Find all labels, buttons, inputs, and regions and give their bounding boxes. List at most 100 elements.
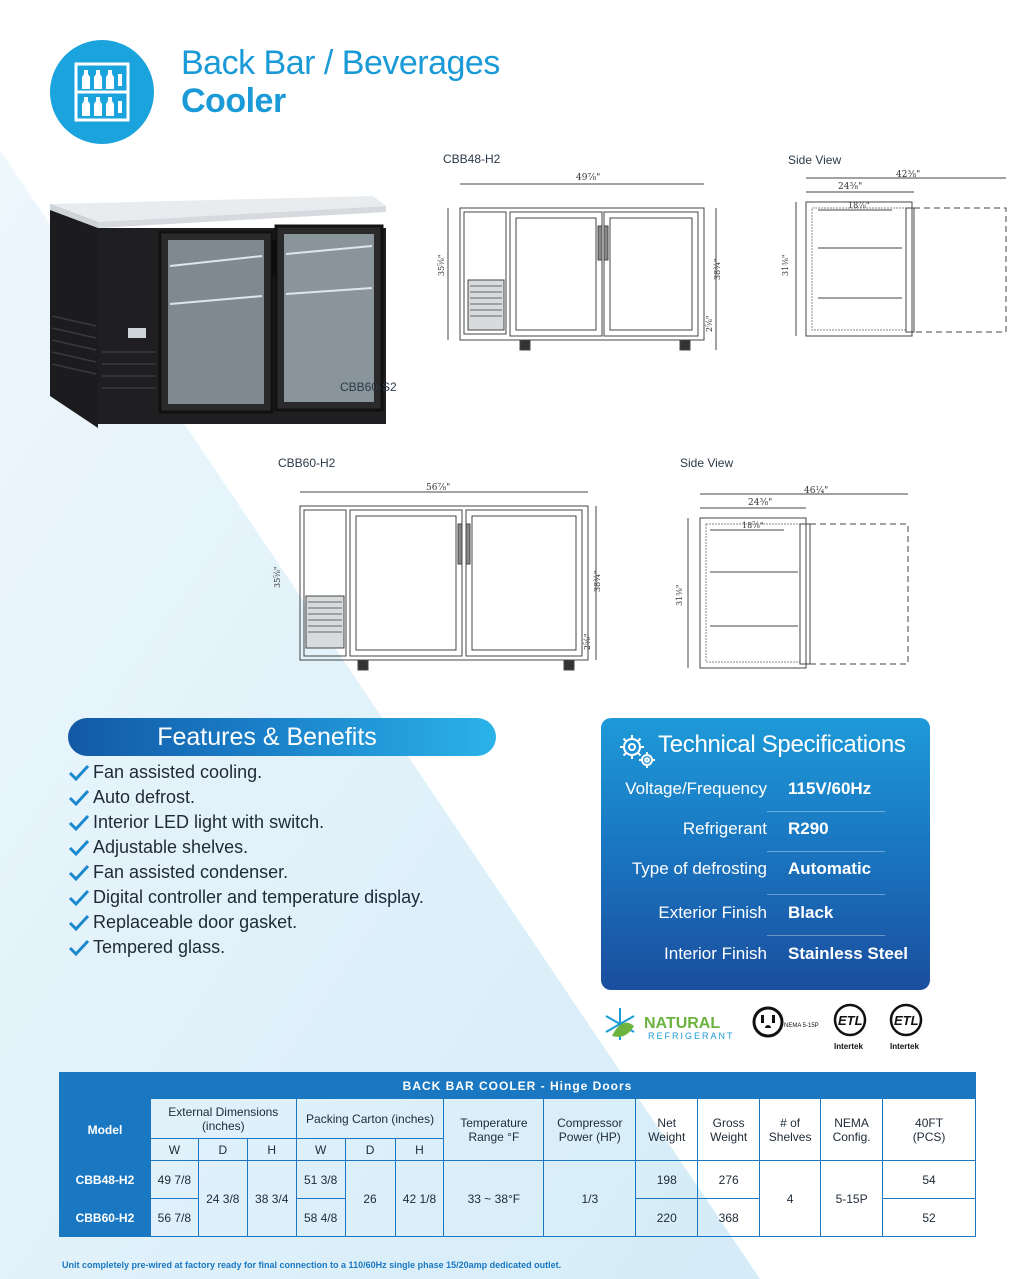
intertek-text-1: Intertek [834, 1042, 863, 1051]
svg-text:31⅜": 31⅜" [781, 254, 790, 276]
feature-text: Interior LED light with switch. [93, 812, 325, 832]
header-comp-line2: Power (HP) [558, 1129, 621, 1144]
svg-text:18⅞": 18⅞" [848, 201, 870, 210]
svg-text:56⅞": 56⅞" [426, 483, 450, 493]
nema-plug-logo: NEMA 5-15P [752, 1006, 819, 1038]
header-net-line1: Net [657, 1115, 677, 1130]
drawing-label-cbb48-side: Side View [788, 153, 842, 167]
page-title-line2: Cooler [181, 82, 286, 120]
drawing-label-cbb48: CBB48-H2 [443, 152, 501, 166]
gears-icon [620, 735, 655, 768]
header-pcs-line1: 40FT [915, 1115, 944, 1130]
spec-label: Type of defrosting [631, 859, 767, 878]
checkmark-icon [68, 889, 90, 906]
spec-value: Stainless Steel [788, 944, 909, 963]
row-model: CBB60-H2 [59, 1198, 151, 1237]
checkmark-icon [68, 864, 90, 881]
header-carton: Packing Carton (inches) [295, 1098, 445, 1139]
natural-text: NATURAL [644, 1015, 720, 1032]
spec-row-voltage: Voltage/Frequency 115V/60Hz [601, 779, 930, 803]
header-40ft: 40FT(PCS) [882, 1098, 976, 1161]
feature-text: Fan assisted condenser. [93, 862, 289, 882]
product-category-logo [50, 40, 154, 144]
row-gross: 276 [697, 1160, 761, 1199]
row-carton-w: 58 4/8 [295, 1198, 346, 1237]
svg-text:38¾": 38¾" [713, 258, 722, 280]
feature-item: Fan assisted cooling. [68, 760, 424, 785]
table-header-row: Model External Dimensions(inches) Packin… [59, 1098, 976, 1161]
spec-row-refrigerant: Refrigerant R290 [601, 819, 930, 843]
tech-specs-panel: Technical Specifications Voltage/Frequen… [601, 718, 930, 990]
cbb60-front-drawing: 56⅞" 35⅝" 38¾" 2⅝" [273, 483, 602, 671]
drawing-label-cbb60-side: Side View [680, 456, 734, 470]
feature-text: Auto defrost. [93, 787, 196, 807]
feature-text: Adjustable shelves. [93, 837, 249, 857]
svg-text:35⅝": 35⅝" [437, 254, 446, 276]
spec-value: Black [788, 903, 834, 922]
row-model: CBB48-H2 [59, 1160, 151, 1199]
header-shelves-line1: # of [780, 1115, 801, 1130]
row-shelves: 4 [759, 1160, 822, 1237]
svg-text:49⅞": 49⅞" [576, 173, 600, 183]
checkmark-icon [68, 914, 90, 931]
cbb48-front-drawing: 49⅞" 35⅝" 38¾" 2⅝" [437, 173, 722, 351]
header-temp-line2: Range °F [468, 1129, 520, 1144]
header-gross-line1: Gross [712, 1115, 745, 1130]
feature-text: Digital controller and temperature displ… [93, 887, 424, 907]
row-gross: 368 [697, 1198, 761, 1237]
header-ext-dims-line1: External Dimensions [168, 1104, 279, 1119]
checkmark-icon [68, 814, 90, 831]
row-hp: 1/3 [543, 1160, 637, 1237]
footnote: Unit completely pre-wired at factory rea… [62, 1260, 562, 1270]
cbb48-side-drawing: 24⅜" 42⅜" 18⅞" 31⅜" [781, 170, 1007, 337]
wine-rack-icon [74, 62, 130, 122]
header-model: Model [59, 1098, 151, 1161]
checkmark-icon [68, 789, 90, 806]
row-carton-w: 51 3/8 [295, 1160, 346, 1199]
subheader-h: H [246, 1138, 297, 1161]
svg-text:46¼": 46¼" [804, 485, 828, 496]
svg-text:24⅜": 24⅜" [748, 498, 772, 508]
spec-divider [767, 811, 885, 812]
header-temp-line1: Temperature [460, 1115, 528, 1130]
row-nema: 5-15P [820, 1160, 884, 1237]
checkmark-icon [68, 939, 90, 956]
spec-row-exterior: Exterior Finish Black [601, 903, 930, 927]
row-h: 38 3/4 [246, 1160, 297, 1237]
checkmark-icon [68, 764, 90, 781]
feature-item: Adjustable shelves. [68, 835, 424, 860]
header-comp-line1: Compressor [557, 1115, 623, 1130]
svg-text:38¾": 38¾" [593, 570, 602, 592]
row-carton-h: 42 1/8 [394, 1160, 445, 1237]
svg-text:ETL: ETL [838, 1013, 863, 1028]
svg-text:2⅝": 2⅝" [705, 315, 714, 332]
svg-text:42⅜": 42⅜" [896, 170, 920, 180]
subheader-carton-h: H [394, 1138, 445, 1161]
page-title-line1: Back Bar / Beverages [181, 44, 500, 82]
checkmark-icon [68, 839, 90, 856]
feature-text: Tempered glass. [93, 937, 226, 957]
spec-value: 115V/60Hz [788, 779, 872, 798]
refrigerant-text: REFRIGERANT [648, 1031, 735, 1041]
intertek-text-2: Intertek [890, 1042, 919, 1051]
etl-sanitation-logo: ETL Intertek [889, 1003, 923, 1051]
drawing-label-cbb60: CBB60-H2 [278, 456, 336, 470]
svg-text:18⅞": 18⅞" [742, 521, 764, 530]
feature-text: Fan assisted cooling. [93, 762, 263, 782]
table-title: BACK BAR COOLER - Hinge Doors [59, 1072, 976, 1099]
row-carton-d: 26 [344, 1160, 396, 1237]
header-gross-line2: Weight [710, 1129, 748, 1144]
svg-text:24⅜": 24⅜" [838, 182, 862, 192]
header-pcs-line2: (PCS) [912, 1129, 946, 1144]
feature-item: Tempered glass. [68, 935, 424, 960]
feature-text: Replaceable door gasket. [93, 912, 298, 932]
model-spec-table: BACK BAR COOLER - Hinge Doors Model Exte… [59, 1072, 976, 1237]
feature-item: Auto defrost. [68, 785, 424, 810]
leaf-icon [612, 1022, 634, 1037]
